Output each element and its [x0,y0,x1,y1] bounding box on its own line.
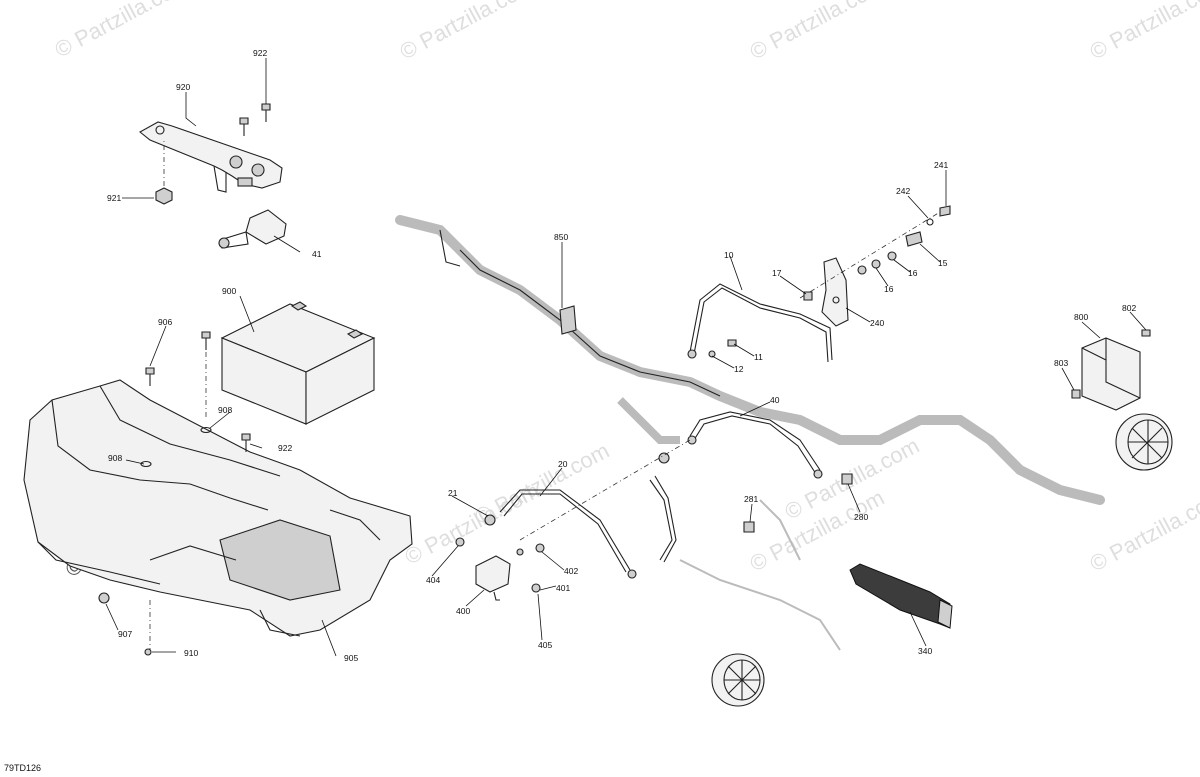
callout-label: 922 [253,48,267,58]
fan-part [711,653,765,707]
relay-part [455,514,545,601]
watermark-text: © Partzilla.com [746,0,889,64]
intake-tube-part [849,563,953,629]
callout-label: 242 [896,186,910,196]
mount-bracket-part [708,205,951,358]
callout-label: 802 [1122,303,1136,313]
callout-label: 40 [770,395,780,405]
screw-part [239,103,271,136]
callout-label: 910 [184,648,198,658]
nut-part [155,140,173,205]
callout-label: 905 [344,653,358,663]
callout-label: 908 [218,405,232,415]
callout-label: 11 [754,352,763,362]
callout-label: 908 [108,453,122,463]
watermark-text: © Partzilla.com [396,0,539,64]
callout-label: 10 [724,250,734,260]
callout-label: 920 [176,82,190,92]
callout-label: 404 [426,575,440,585]
callout-label: 405 [538,640,552,650]
callout-label: 800 [1074,312,1088,322]
callout-label: 402 [564,566,578,576]
watermark-text: © Partzilla.com [51,0,194,62]
callout-label: 280 [854,512,868,522]
watermark-text: © Partzilla.com [1086,0,1200,64]
callout-label: 12 [734,364,744,374]
terminal-cover-part [218,209,287,249]
callout-label: 922 [278,443,292,453]
callout-label: 41 [312,249,322,259]
callout-labels: 922 920 921 41 900 906 908 908 922 907 9… [107,48,1136,663]
battery-tray-part [23,379,413,656]
callout-label: 400 [456,606,470,616]
callout-label: 281 [744,494,758,504]
cable-40-part [687,411,823,479]
control-module-part [1071,329,1151,411]
callout-label: 900 [222,286,236,296]
callout-label: 803 [1054,358,1068,368]
callout-label: 21 [448,488,458,498]
callout-label: 401 [556,583,570,593]
callout-label: 17 [772,268,782,278]
fan-part [1115,413,1173,471]
tray-fastener-parts [140,331,251,650]
callout-label: 921 [107,193,121,203]
leader-lines [105,58,1147,657]
callout-label: 907 [118,629,132,639]
callout-label: 240 [870,318,884,328]
callout-label: 906 [158,317,172,327]
cable-20-part [499,439,691,579]
callout-label: 20 [558,459,568,469]
callout-label: 850 [554,232,568,242]
callout-label: 340 [918,646,932,656]
battery-part [220,301,376,425]
main-harness-part [395,215,1105,651]
cable-10-part [687,283,833,363]
diagram-code: 79TD126 [4,763,41,773]
callout-label: 15 [938,258,948,268]
callout-label: 16 [884,284,894,294]
callout-label: 16 [908,268,918,278]
callout-label: 241 [934,160,948,170]
harness-clip-parts [743,473,853,533]
battery-bracket-part [139,121,283,193]
